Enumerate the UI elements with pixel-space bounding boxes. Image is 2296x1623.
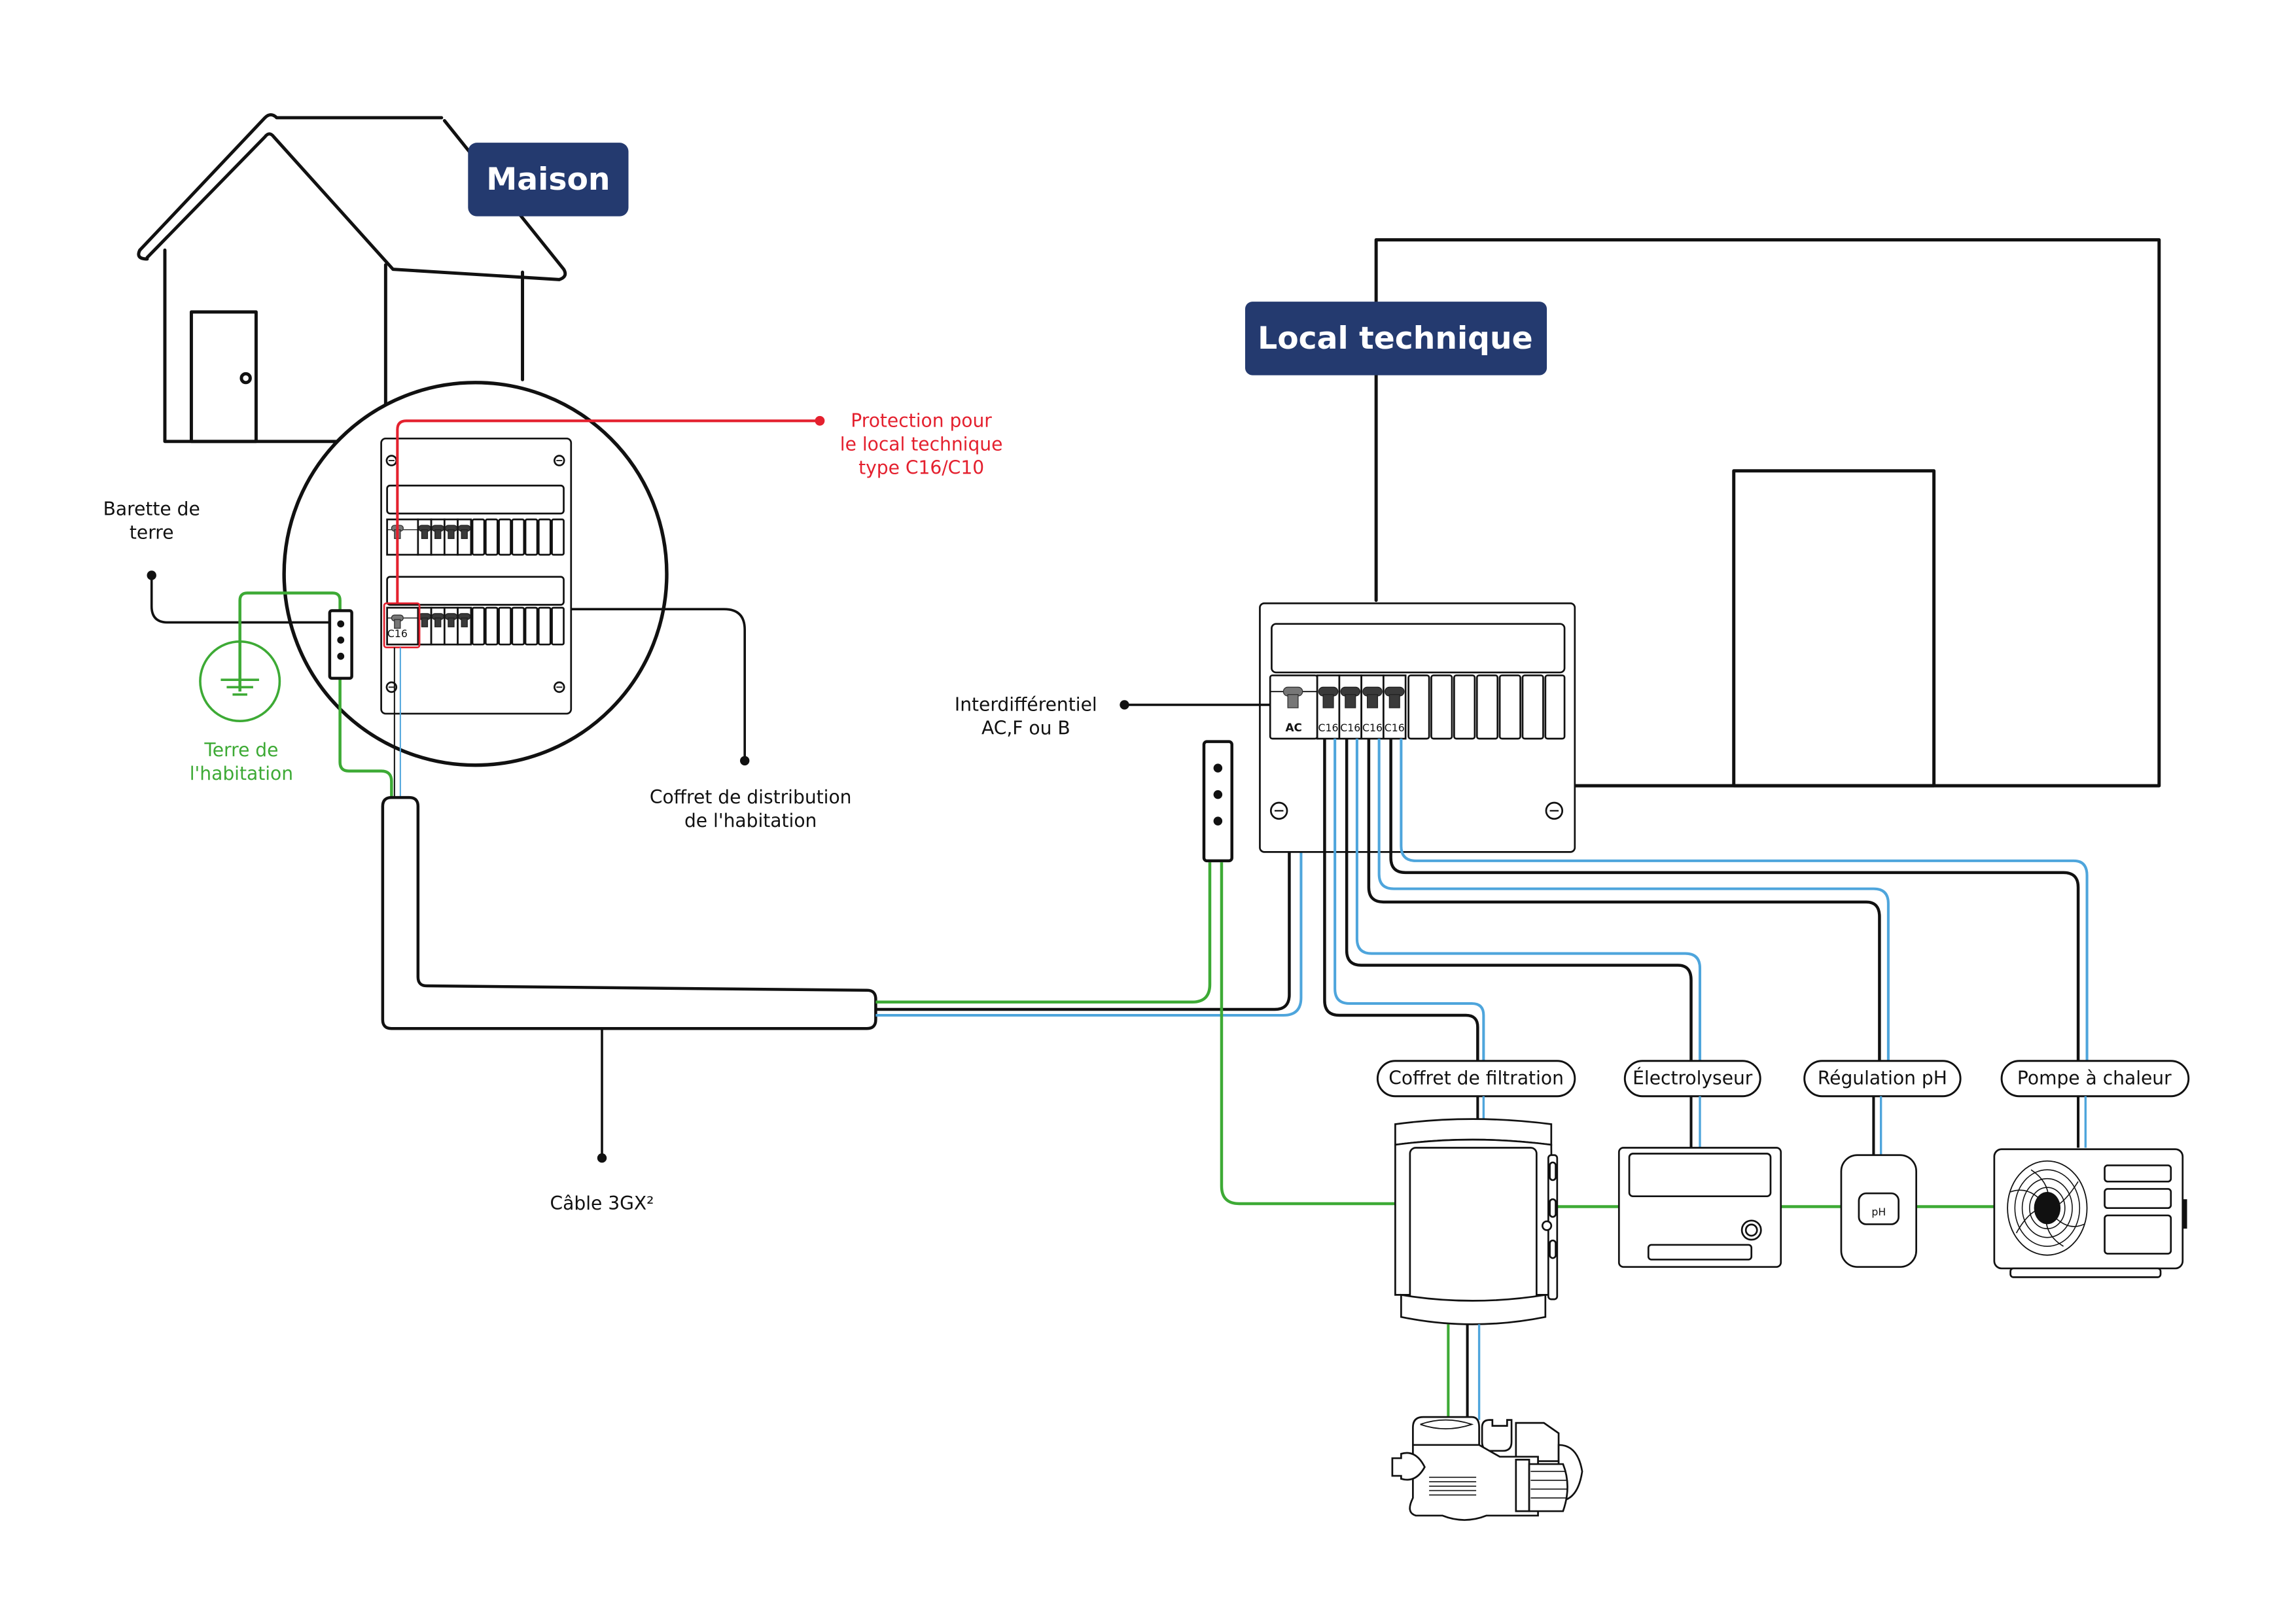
svg-text:Régulation pH: Régulation pH	[1818, 1068, 1947, 1089]
svg-text:Électrolyseur: Électrolyseur	[1633, 1067, 1753, 1089]
svg-text:Pompe à chaleur: Pompe à chaleur	[2017, 1068, 2172, 1089]
wire-phase-filtration	[1323, 739, 1479, 1063]
cable-label: Câble 3GX²	[550, 1193, 654, 1214]
roof-outline	[145, 118, 567, 281]
protection-leader-dot	[815, 415, 825, 426]
tech-breaker-3: C16	[1360, 674, 1385, 740]
pill-to-device-wires	[1476, 1096, 2087, 1155]
electrolyser-icon	[1617, 1147, 1782, 1268]
svg-text:type C16/C10: type C16/C10	[858, 457, 984, 478]
svg-text:Interdifférentiel: Interdifférentiel	[955, 693, 1097, 715]
roof-top	[138, 113, 444, 252]
earth-bar-block	[328, 609, 353, 680]
label-heatpump: Pompe à chaleur	[2000, 1060, 2190, 1098]
house-door	[189, 310, 258, 444]
empty-slots	[1407, 674, 1566, 740]
house-distribution-panel: C16	[380, 437, 573, 715]
wire-neutral-electrolyser	[1355, 739, 1702, 1063]
wire-neutral-filtration	[1333, 739, 1485, 1063]
filtration-box-icon	[1394, 1118, 1559, 1420]
house-illustration	[137, 113, 567, 444]
house-badge-label: Maison	[486, 162, 610, 198]
screw-icon	[1269, 801, 1564, 820]
tech-panel-label-strip	[1271, 623, 1566, 674]
tech-distribution-panel: AC C16 C16 C16 C16	[1259, 602, 1576, 853]
earth-bar-leader-line	[150, 576, 333, 624]
svg-text:le local technique: le local technique	[840, 433, 1003, 455]
svg-text:AC,F ou B: AC,F ou B	[981, 717, 1070, 739]
rcd-label: Interdifférentiel AC,F ou B	[955, 693, 1097, 739]
roof-edge	[137, 248, 149, 261]
wire-phase-electrolyser	[1345, 739, 1693, 1063]
pool-pump-icon	[1391, 1416, 1583, 1521]
house-panel-leader-line	[571, 608, 746, 759]
tech-room-badge: Local technique	[1245, 302, 1547, 375]
label-filtration: Coffret de filtration	[1376, 1060, 1576, 1098]
svg-text:de l'habitation: de l'habitation	[684, 810, 817, 831]
earth-loop-wire	[238, 591, 342, 692]
label-electrolyser: Électrolyseur	[1623, 1060, 1761, 1098]
tech-earth-bar	[1202, 740, 1233, 863]
house-left-wall	[163, 248, 387, 444]
breaker-row-2: C16	[386, 606, 565, 646]
house-panel-label: Coffret de distribution de l'habitation	[650, 786, 852, 831]
cable-neutral-wire	[875, 735, 1303, 1017]
svg-text:C16: C16	[1385, 722, 1405, 734]
breaker-row-1	[386, 518, 565, 556]
protection-label: Protection pour le local technique type …	[840, 410, 1003, 478]
svg-text:Coffret de distribution: Coffret de distribution	[650, 786, 852, 808]
svg-text:Protection pour: Protection pour	[851, 410, 992, 431]
screw-icon	[385, 455, 565, 693]
equipment-labels: Coffret de filtration Électrolyseur Régu…	[1376, 1060, 2190, 1098]
ph-display-text: pH	[1871, 1206, 1886, 1218]
rcd-type-label: AC	[1285, 721, 1301, 734]
tech-room-badge-label: Local technique	[1258, 321, 1532, 357]
svg-text:terre: terre	[130, 521, 174, 543]
earth-to-cable-wire	[338, 678, 393, 802]
earth-bar-label: Barette de terre	[103, 498, 200, 543]
branch-wires	[1323, 739, 2089, 1063]
tech-earth-main-wire	[1220, 862, 1396, 1206]
house-breaker-c16-label: C16	[387, 627, 408, 640]
svg-text:Coffret de filtration: Coffret de filtration	[1388, 1068, 1564, 1089]
house-earth-label: Terre de l'habitation	[190, 739, 293, 784]
label-strip-row2	[386, 576, 565, 606]
buried-cable-conduit	[381, 795, 877, 1030]
door-knob	[239, 372, 252, 385]
label-ph: Régulation pH	[1803, 1060, 1962, 1098]
protection-highlight	[383, 602, 421, 649]
wire-phase-heatpump	[1389, 739, 2080, 1063]
rcd-leader-dot	[1120, 700, 1129, 710]
svg-text:C16: C16	[1318, 722, 1339, 734]
ph-regulator-icon: pH	[1840, 1154, 1917, 1268]
tech-breaker-4: C16	[1383, 674, 1407, 740]
tech-room-badge-bg	[1245, 302, 1547, 375]
label-strip-row1	[386, 484, 565, 515]
svg-text:Barette de: Barette de	[103, 498, 200, 519]
cable-leader-dot	[597, 1153, 607, 1163]
svg-text:Terre de: Terre de	[203, 739, 278, 761]
fan-icon	[2007, 1160, 2088, 1256]
svg-text:C16: C16	[1362, 722, 1383, 734]
earth-bar-leader-dot	[147, 570, 156, 580]
tech-breaker-1: C16	[1316, 674, 1341, 740]
heat-pump-icon	[1993, 1148, 2187, 1278]
svg-text:C16: C16	[1340, 722, 1360, 734]
wire-neutral-ph	[1377, 739, 1890, 1063]
svg-text:l'habitation: l'habitation	[190, 763, 293, 784]
tech-room-door	[1732, 469, 1936, 788]
wire-phase-ph	[1367, 739, 1881, 1063]
protection-leader-line	[396, 419, 819, 604]
house-badge: Maison	[468, 143, 629, 217]
cable-phase-wire	[875, 735, 1291, 1011]
ground-icon	[199, 640, 281, 722]
wire-neutral-heatpump	[1400, 739, 2089, 1063]
cable-earth-wire	[875, 862, 1212, 1004]
house-badge-bg	[468, 143, 629, 217]
house-panel-leader-dot	[739, 756, 750, 766]
tech-breaker-2: C16	[1338, 674, 1363, 740]
